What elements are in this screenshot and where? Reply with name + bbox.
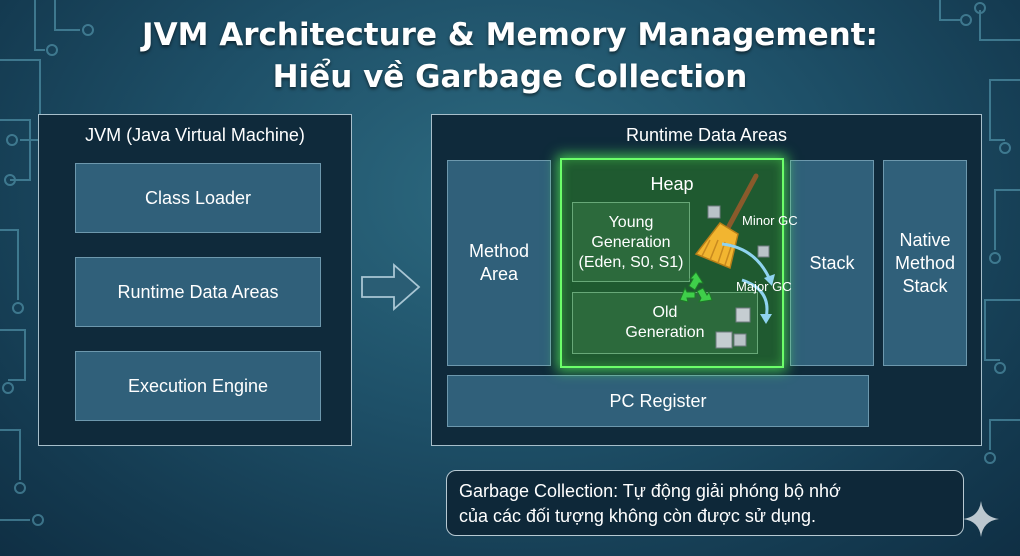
gc-note-line-2: của các đối tượng không còn được sử dụng… <box>459 506 816 526</box>
young-line-1: Young <box>608 214 654 231</box>
native-line-1: Native <box>899 229 951 250</box>
jvm-panel: JVM (Java Virtual Machine) Class Loader … <box>38 114 352 446</box>
native-method-stack-block: Native Method Stack <box>883 160 967 366</box>
native-line-3: Stack <box>902 275 948 296</box>
method-area-line-2: Area <box>479 264 519 284</box>
young-generation-block: Young Generation (Eden, S0, S1) <box>572 202 690 282</box>
runtime-panel-title: Runtime Data Areas <box>625 125 788 145</box>
title-line-1: JVM Architecture & Memory Management: <box>142 17 878 53</box>
class-loader-block: Class Loader <box>75 163 321 233</box>
method-area-line-1: Method <box>468 241 530 261</box>
jvm-panel-title: JVM (Java Virtual Machine) <box>85 125 305 145</box>
recycle-icon <box>679 271 713 303</box>
runtime-data-areas-block: Runtime Data Areas <box>75 257 321 327</box>
method-area-block: Method Area <box>447 160 551 366</box>
page-title: JVM Architecture & Memory Management: Hi… <box>0 14 1020 98</box>
heap-title: Heap <box>650 174 694 194</box>
broom-icon <box>694 173 759 270</box>
arrow-right-icon <box>361 263 421 311</box>
stack-block: Stack <box>790 160 874 366</box>
minor-gc-label: Minor GC <box>742 213 798 228</box>
title-line-2: Hiểu về Garbage Collection <box>272 59 748 95</box>
pc-register-block: PC Register <box>447 375 869 427</box>
major-gc-label: Major GC <box>736 279 792 294</box>
sparkle-icon <box>963 501 999 537</box>
heap-gc-illustration <box>694 173 775 349</box>
gc-note-line-1: Garbage Collection: Tự động giải phóng b… <box>459 481 841 501</box>
old-line-2: Generation <box>625 324 705 341</box>
execution-engine-block: Execution Engine <box>75 351 321 421</box>
old-line-1: Old <box>652 304 678 321</box>
young-line-3: (Eden, S0, S1) <box>578 254 684 271</box>
gc-note-box: Garbage Collection: Tự động giải phóng b… <box>446 470 964 536</box>
memory-cube-icon <box>707 205 770 349</box>
young-line-2: Generation <box>591 234 671 251</box>
native-line-2: Method <box>894 252 956 273</box>
